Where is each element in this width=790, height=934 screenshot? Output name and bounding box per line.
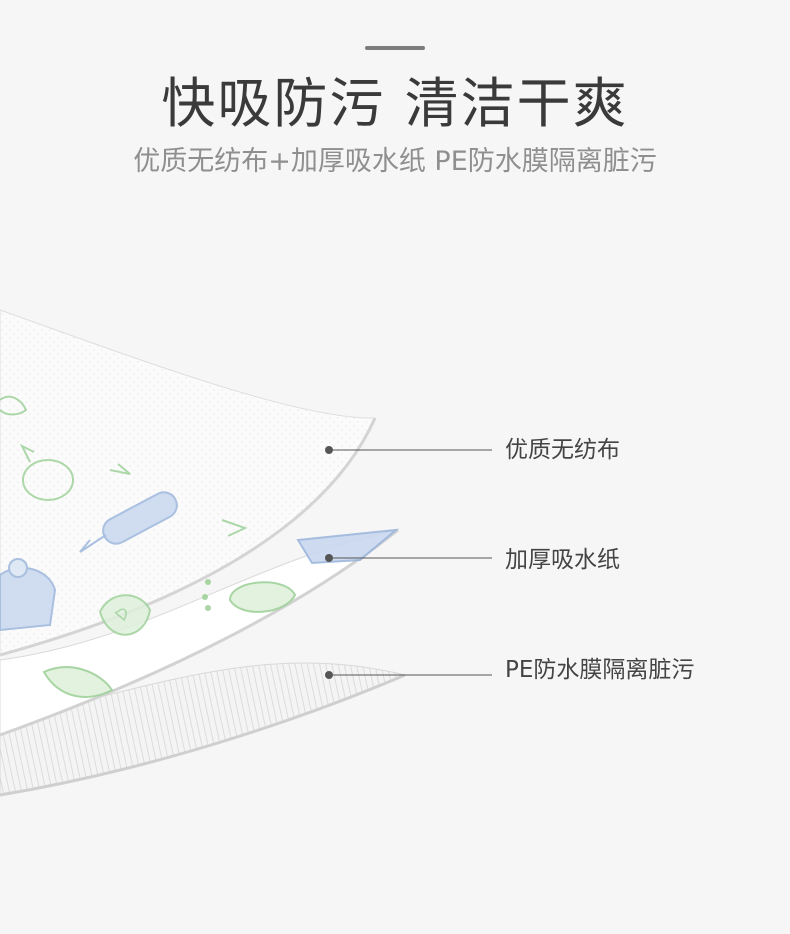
non-woven-layer [0, 309, 376, 656]
fruit-pattern [0, 395, 248, 636]
label-non-woven: 优质无纺布 [505, 437, 620, 463]
label-pe-film: PE防水膜隔离脏污 [505, 657, 695, 683]
callout-non-woven [325, 446, 492, 454]
callout-pe-film [325, 671, 492, 679]
middle-pattern [42, 528, 400, 698]
non-woven-edge [0, 417, 377, 657]
headline: 快吸防污 清洁干爽 [161, 72, 629, 135]
decorative-top-bar [365, 46, 425, 50]
label-absorbent-paper: 加厚吸水纸 [505, 547, 620, 573]
subheadline: 优质无纺布+加厚吸水纸 PE防水膜隔离脏污 [133, 146, 657, 177]
pe-film-edge [0, 673, 406, 797]
callout-absorbent-paper [325, 554, 492, 562]
layer-illustration [0, 309, 492, 797]
